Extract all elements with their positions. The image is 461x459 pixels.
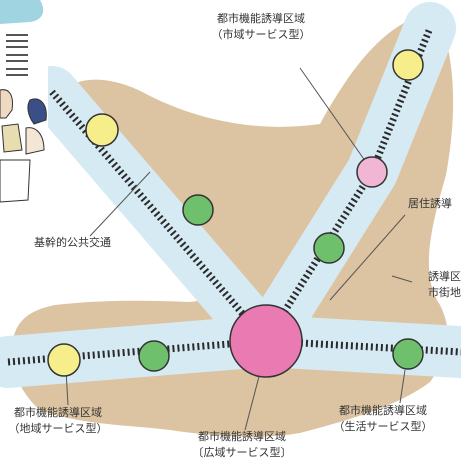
- wide-hub-label-line2: 〔広域サービス型〕: [193, 445, 292, 459]
- hub-nodes: [47, 49, 424, 378]
- city-hub-label-line2: （市域サービス型）: [212, 27, 311, 41]
- city-hub-label-line1: 都市機能誘導区域: [217, 11, 305, 25]
- living-hub-label-line2: （生活サービス型）: [334, 419, 433, 433]
- living-service-hub-node: [138, 340, 170, 372]
- leader-trunk-transit: [89, 171, 151, 237]
- city-service-hub-node: [356, 156, 388, 188]
- urban-zone-label-line2: 市街地: [428, 285, 461, 299]
- wide-hub-label-line1: 都市機能誘導区域: [198, 429, 286, 443]
- rail-west: [7, 337, 267, 366]
- residential-area-label: 居住誘導: [408, 196, 452, 210]
- rail-northeast: [263, 26, 434, 343]
- living-hub-label-line1: 都市機能誘導区域: [339, 403, 427, 417]
- wide-service-hub-node: [229, 304, 303, 378]
- trunk-transit-lines: [7, 26, 461, 366]
- leader-living-hub: [399, 369, 406, 404]
- regional-hub-label-line2: （地域サービス型）: [9, 421, 108, 435]
- regional-service-hub-node: [392, 49, 424, 81]
- leader-city-hub: [299, 67, 369, 166]
- leader-residential: [329, 214, 406, 301]
- regional-service-hub-node: [47, 343, 81, 377]
- trunk-transit-label: 基幹的公共交通: [34, 235, 111, 249]
- living-service-hub-node: [392, 338, 424, 370]
- people-illustration-icon: [0, 0, 48, 205]
- labels: 都市機能誘導区域 （市域サービス型） 居住誘導 基幹的公共交通 誘導区 市街地 …: [9, 11, 461, 459]
- living-service-hub-node: [182, 194, 214, 226]
- urban-zone-label-line1: 誘導区: [428, 269, 461, 283]
- regional-hub-label-line1: 都市機能誘導区域: [14, 405, 102, 419]
- leader-urban-zone: [391, 275, 413, 283]
- regional-service-hub-node: [85, 113, 119, 147]
- living-service-hub-node: [313, 232, 345, 264]
